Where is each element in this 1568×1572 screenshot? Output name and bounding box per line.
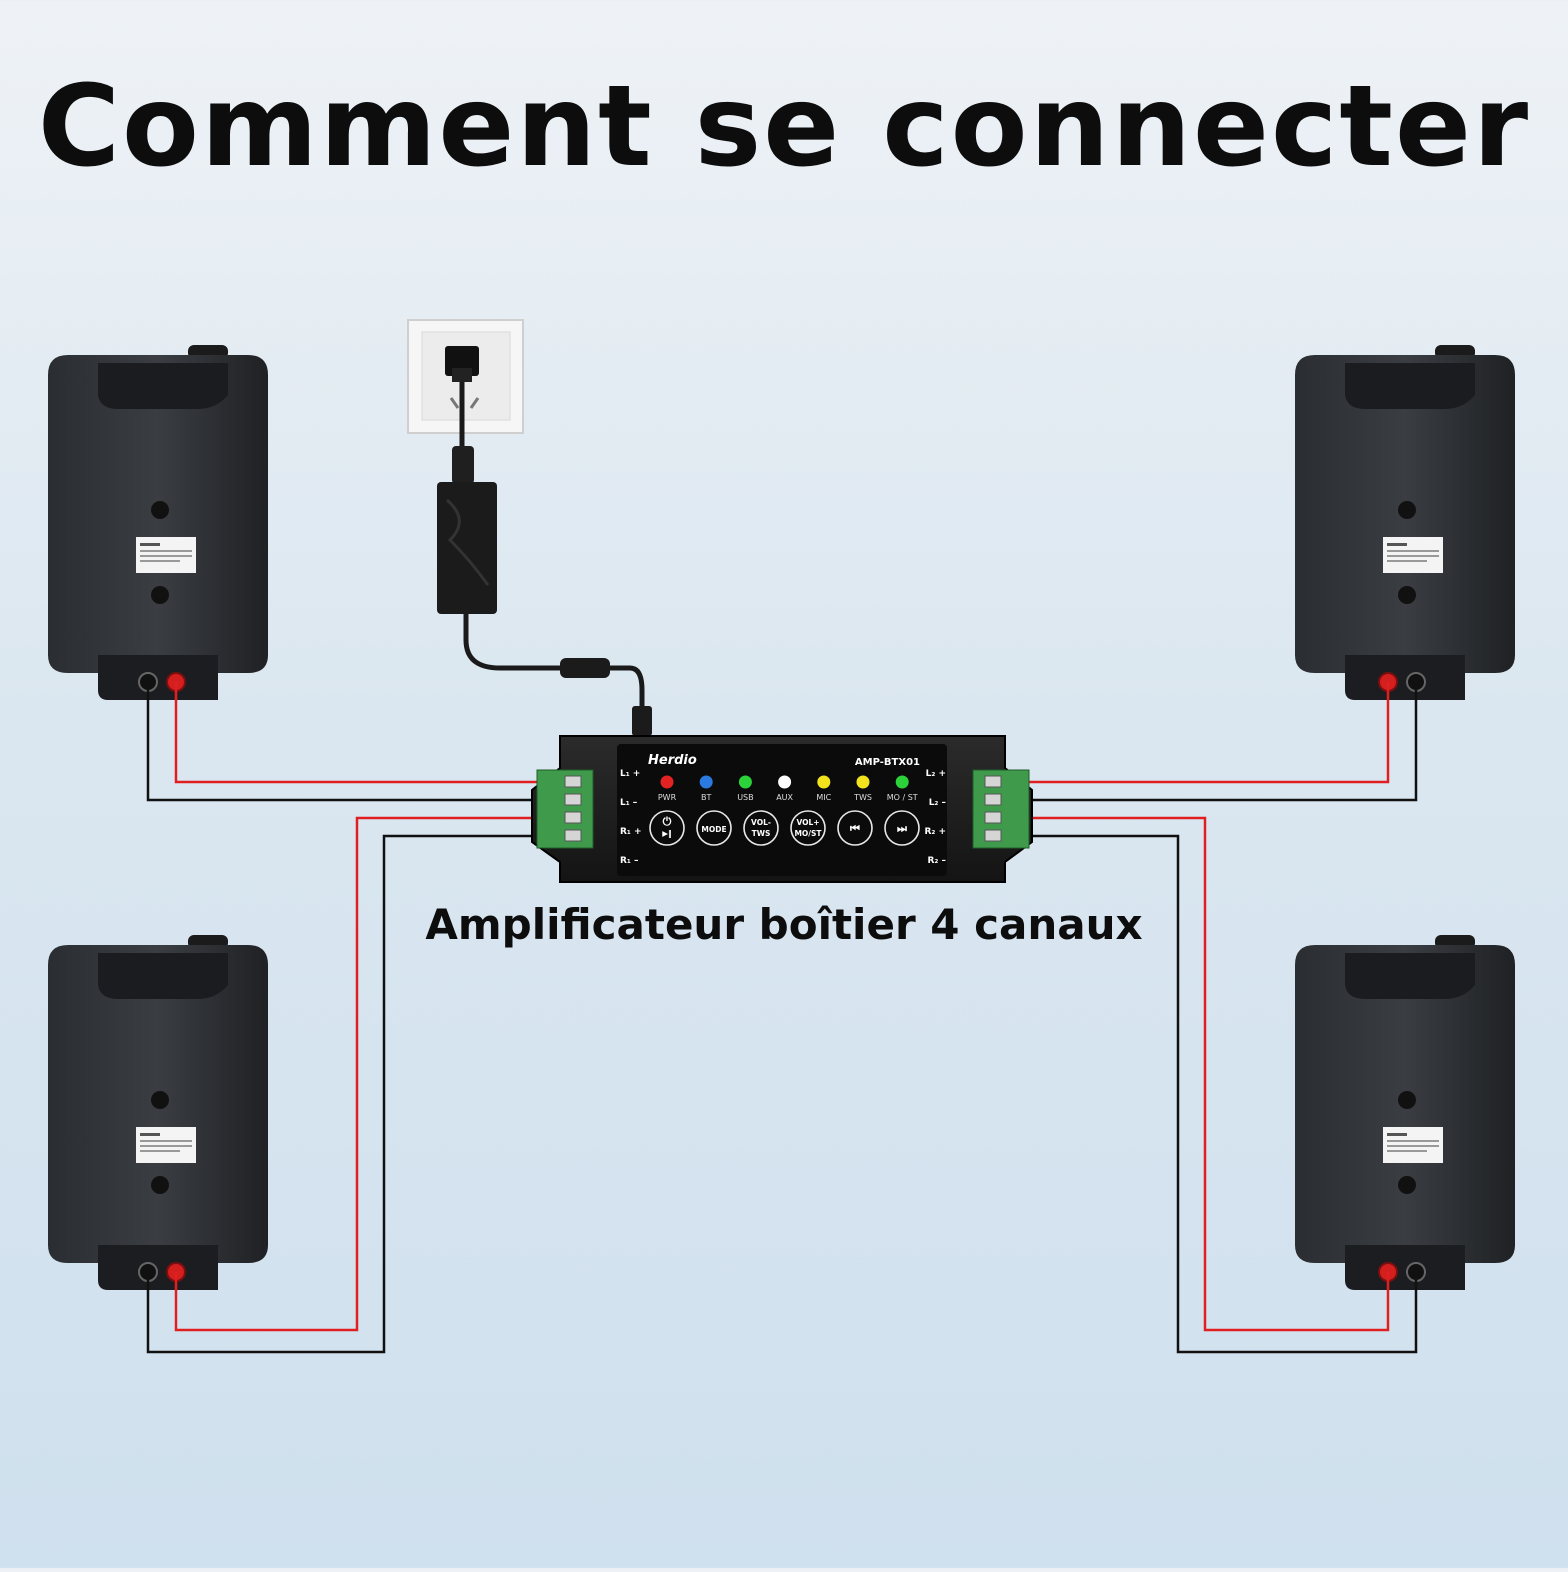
vol-up-button[interactable]: VOL+ MO/ST [790, 810, 826, 846]
button-label: VOL+ [796, 818, 819, 827]
indicator-leds: PWR BT USB AUX MIC TWS MO / ST [658, 775, 918, 802]
wire-r2-negative [990, 834, 1418, 1354]
button-label: ⏻ [663, 815, 672, 828]
page-title: Comment se connecter [37, 62, 1531, 192]
led-usb [738, 775, 752, 789]
terminal-label: L₂ – [929, 798, 947, 808]
barrel-connector [560, 658, 610, 678]
wire-l1-negative [146, 682, 575, 802]
speaker-bottom-right [1295, 935, 1515, 1290]
terminal-label: R₁ + [620, 827, 642, 837]
right-terminal-block [972, 769, 1030, 849]
right-terminal-labels: L₂ + L₂ – R₂ + R₂ – [924, 769, 946, 866]
led-label: TWS [853, 793, 872, 802]
led-most [895, 775, 909, 789]
vol-down-icon [743, 810, 779, 846]
next-button[interactable]: ⏭ [884, 810, 920, 846]
speaker-top-right [1295, 345, 1515, 700]
terminal-label: L₁ – [620, 798, 638, 808]
led-label: AUX [776, 793, 793, 802]
plug-connector [452, 446, 474, 484]
led-label: USB [737, 793, 753, 802]
play-pause-button[interactable]: ⏻▶‖ [649, 810, 685, 846]
wire-l2-positive [990, 682, 1390, 784]
wall-outlet [407, 319, 524, 434]
led-label: MIC [816, 793, 831, 802]
amplifier: Herdio AMP-BTX01 PWR BT USB AUX MIC TWS MO / S… [531, 735, 1033, 883]
led-label: BT [701, 793, 711, 802]
led-label: PWR [658, 793, 677, 802]
terminal-label: R₂ + [924, 827, 946, 837]
mode-icon [696, 810, 732, 846]
button-label: VOL- [751, 818, 771, 827]
led-mic [817, 775, 831, 789]
mode-button[interactable]: MODE [696, 810, 732, 846]
button-sublabel: TWS [752, 829, 771, 838]
wire-l2-negative [990, 682, 1418, 802]
led-bt [699, 775, 713, 789]
amplifier-caption: Amplificateur boîtier 4 canaux [425, 900, 1143, 949]
wire-r1-positive [174, 816, 575, 1332]
vol-down-button[interactable]: VOL- TWS [743, 810, 779, 846]
control-buttons: ⏻▶‖ MODE VOL- TWS VOL+ MO/ST ⏮ ⏭ [649, 810, 920, 846]
model-label: AMP-BTX01 [855, 757, 920, 768]
button-label: ⏭ [897, 822, 907, 835]
button-label: MODE [701, 825, 726, 834]
terminal-label: L₂ + [926, 769, 946, 779]
terminal-label: R₂ – [927, 856, 946, 866]
vol-up-icon [790, 810, 826, 846]
left-terminal-block [536, 769, 594, 849]
led-aux [778, 775, 792, 789]
wire-r2-positive [990, 816, 1390, 1332]
previous-icon [837, 810, 873, 846]
button-sublabel: MO/ST [794, 829, 822, 838]
led-pwr [660, 775, 674, 789]
wire-r1-negative [146, 834, 575, 1354]
led-label: MO / ST [887, 793, 918, 802]
led-tws [856, 775, 870, 789]
speaker-bottom-left [48, 935, 268, 1290]
left-terminal-labels: L₁ + L₁ – R₁ + R₁ – [620, 769, 642, 866]
terminal-label: R₁ – [620, 856, 639, 866]
play-pause-icon [649, 810, 685, 846]
previous-button[interactable]: ⏮ [837, 810, 873, 846]
power-adapter-icon [437, 482, 497, 614]
dc-plug [632, 706, 652, 736]
speaker-wires [146, 682, 1418, 1354]
next-icon [884, 810, 920, 846]
button-sublabel: ▶‖ [662, 829, 672, 839]
terminal-label: L₁ + [620, 769, 640, 779]
button-label: ⏮ [850, 822, 860, 835]
speaker-top-left [48, 345, 268, 700]
brand-label: Herdio [648, 753, 697, 768]
wire-l1-positive [174, 682, 575, 784]
